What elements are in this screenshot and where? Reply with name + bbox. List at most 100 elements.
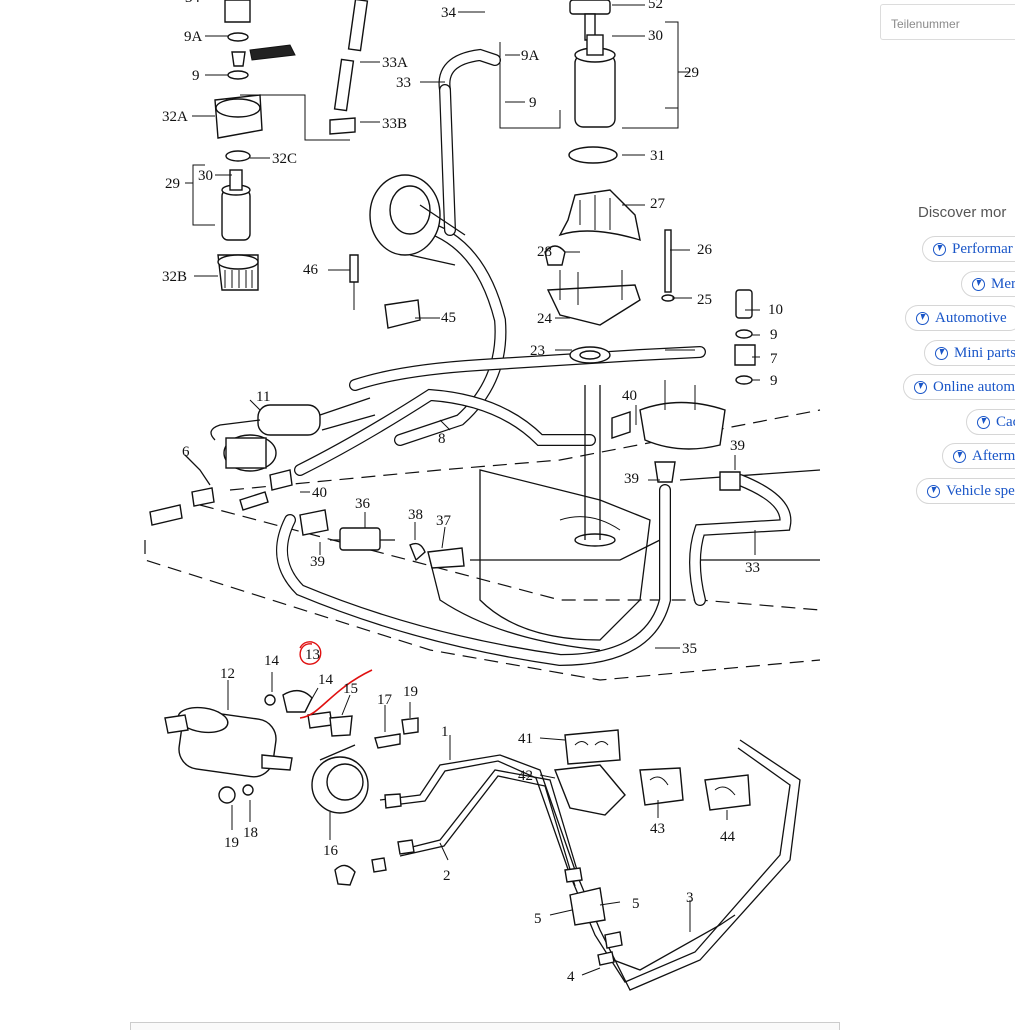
fuel-system-parts-diagram: 34 9A 9 32A 32C 29 30 32B 33 33A 33B 34 … [144, 0, 821, 991]
callout-34-right: 34 [441, 5, 457, 21]
filler-neck [329, 0, 466, 266]
callout-9-r1: 9 [770, 327, 778, 343]
callout-14-b: 14 [318, 672, 334, 688]
chip-label: Performar [952, 240, 1013, 257]
part-number-search-input[interactable]: Teilenummer [880, 4, 1015, 40]
callout-16: 16 [323, 843, 339, 859]
discover-chip-automotive[interactable]: Automotive [905, 305, 1015, 331]
callout-45: 45 [441, 310, 456, 326]
callout-2: 2 [443, 868, 451, 884]
callout-32c: 32C [272, 151, 297, 167]
chip-label: Online autom [933, 378, 1015, 395]
bottom-table-edge [130, 1022, 840, 1030]
callout-5-b: 5 [632, 896, 640, 912]
bolt-icon [933, 242, 946, 256]
callout-35: 35 [682, 641, 697, 657]
callout-28: 28 [537, 244, 552, 260]
callout-36: 36 [355, 496, 371, 512]
callout-9a: 9A [184, 29, 203, 45]
callout-11: 11 [256, 389, 270, 405]
callout-27: 27 [650, 196, 666, 212]
callout-17: 17 [377, 692, 393, 708]
callout-44: 44 [720, 829, 736, 845]
hoses [276, 48, 792, 667]
callout-19: 19 [403, 684, 418, 700]
callout-31: 31 [650, 148, 665, 164]
discover-chip-mini-parts[interactable]: Mini parts [924, 340, 1015, 366]
callout-37: 37 [436, 513, 452, 529]
callout-29: 29 [165, 176, 180, 192]
callout-29-right: 29 [684, 65, 699, 81]
callout-25: 25 [697, 292, 712, 308]
callout-4: 4 [567, 969, 575, 985]
bolt-icon [953, 449, 966, 463]
callout-24: 24 [537, 311, 553, 327]
callout-32b: 32B [162, 269, 187, 285]
callout-41: 41 [518, 731, 533, 747]
chip-label: Automotive [935, 309, 1007, 326]
callout-30-right: 30 [648, 28, 663, 44]
callout-9-right: 9 [529, 95, 537, 111]
callout-26: 26 [697, 242, 713, 258]
discover-chip-vehicle-spec[interactable]: Vehicle spe [916, 478, 1015, 504]
chip-label: Mini parts [954, 344, 1015, 361]
discover-chip-cac[interactable]: Cac [966, 409, 1015, 435]
callout-9-r2: 9 [770, 373, 778, 389]
callout-33a: 33A [382, 55, 408, 71]
callout-12: 12 [220, 666, 235, 682]
callout-40: 40 [622, 388, 637, 404]
callout-8: 8 [438, 431, 446, 447]
discover-chip-mer[interactable]: Mer [961, 271, 1015, 297]
pump-assembly-left [214, 0, 296, 291]
red-annotation [299, 641, 373, 719]
callout-46: 46 [303, 262, 319, 278]
callout-39: 39 [730, 438, 745, 454]
callout-33: 33 [396, 75, 411, 91]
callout-7: 7 [770, 351, 778, 367]
callout-14: 14 [264, 653, 280, 669]
filter-assembly [164, 690, 419, 814]
callout-9a-right: 9A [521, 48, 540, 64]
callout-39-left: 39 [310, 554, 325, 570]
discover-chip-online-auto[interactable]: Online autom [903, 374, 1015, 400]
callout-15: 15 [343, 681, 358, 697]
chip-label: Vehicle spe [946, 482, 1015, 499]
bolt-icon [935, 346, 948, 360]
chip-label: Cac [996, 413, 1015, 430]
bolt-icon [914, 380, 927, 394]
callout-52: 52 [648, 0, 663, 12]
callout-23: 23 [530, 343, 545, 359]
callout-1: 1 [441, 724, 449, 740]
callout-42: 42 [518, 768, 533, 784]
callout-labels: 34 9A 9 32A 32C 29 30 32B 33 33A 33B 34 … [162, 0, 783, 985]
bolt-icon [972, 277, 985, 291]
callout-3: 3 [686, 890, 694, 906]
callout-6: 6 [182, 444, 190, 460]
chip-label: Mer [991, 275, 1015, 292]
callout-39-mid: 39 [624, 471, 639, 487]
callout-10: 10 [768, 302, 783, 318]
callout-43: 43 [650, 821, 665, 837]
callout-13: 13 [305, 647, 320, 663]
callout-18: 18 [243, 825, 258, 841]
callout-9: 9 [192, 68, 200, 84]
discover-chip-aftermarket[interactable]: Afterm [942, 443, 1015, 469]
leader-lines [185, 4, 760, 976]
discover-more-title: Discover mor [918, 204, 1007, 221]
fuel-lines [334, 729, 801, 991]
callout-34: 34 [185, 0, 201, 6]
callout-30: 30 [198, 168, 213, 184]
bolt-icon [916, 311, 929, 325]
callout-38: 38 [408, 507, 423, 523]
callout-19-b: 19 [224, 835, 239, 851]
bolt-icon [927, 484, 940, 498]
callout-32a: 32A [162, 109, 188, 125]
chip-label: Afterm [972, 447, 1015, 464]
callout-33b: 33B [382, 116, 407, 132]
callout-5: 5 [534, 911, 542, 927]
left-mid-components [149, 254, 465, 569]
pump-assembly-right [544, 0, 756, 540]
discover-chip-performance[interactable]: Performar [922, 236, 1015, 262]
callout-33-right: 33 [745, 560, 760, 576]
bolt-icon [977, 415, 990, 429]
